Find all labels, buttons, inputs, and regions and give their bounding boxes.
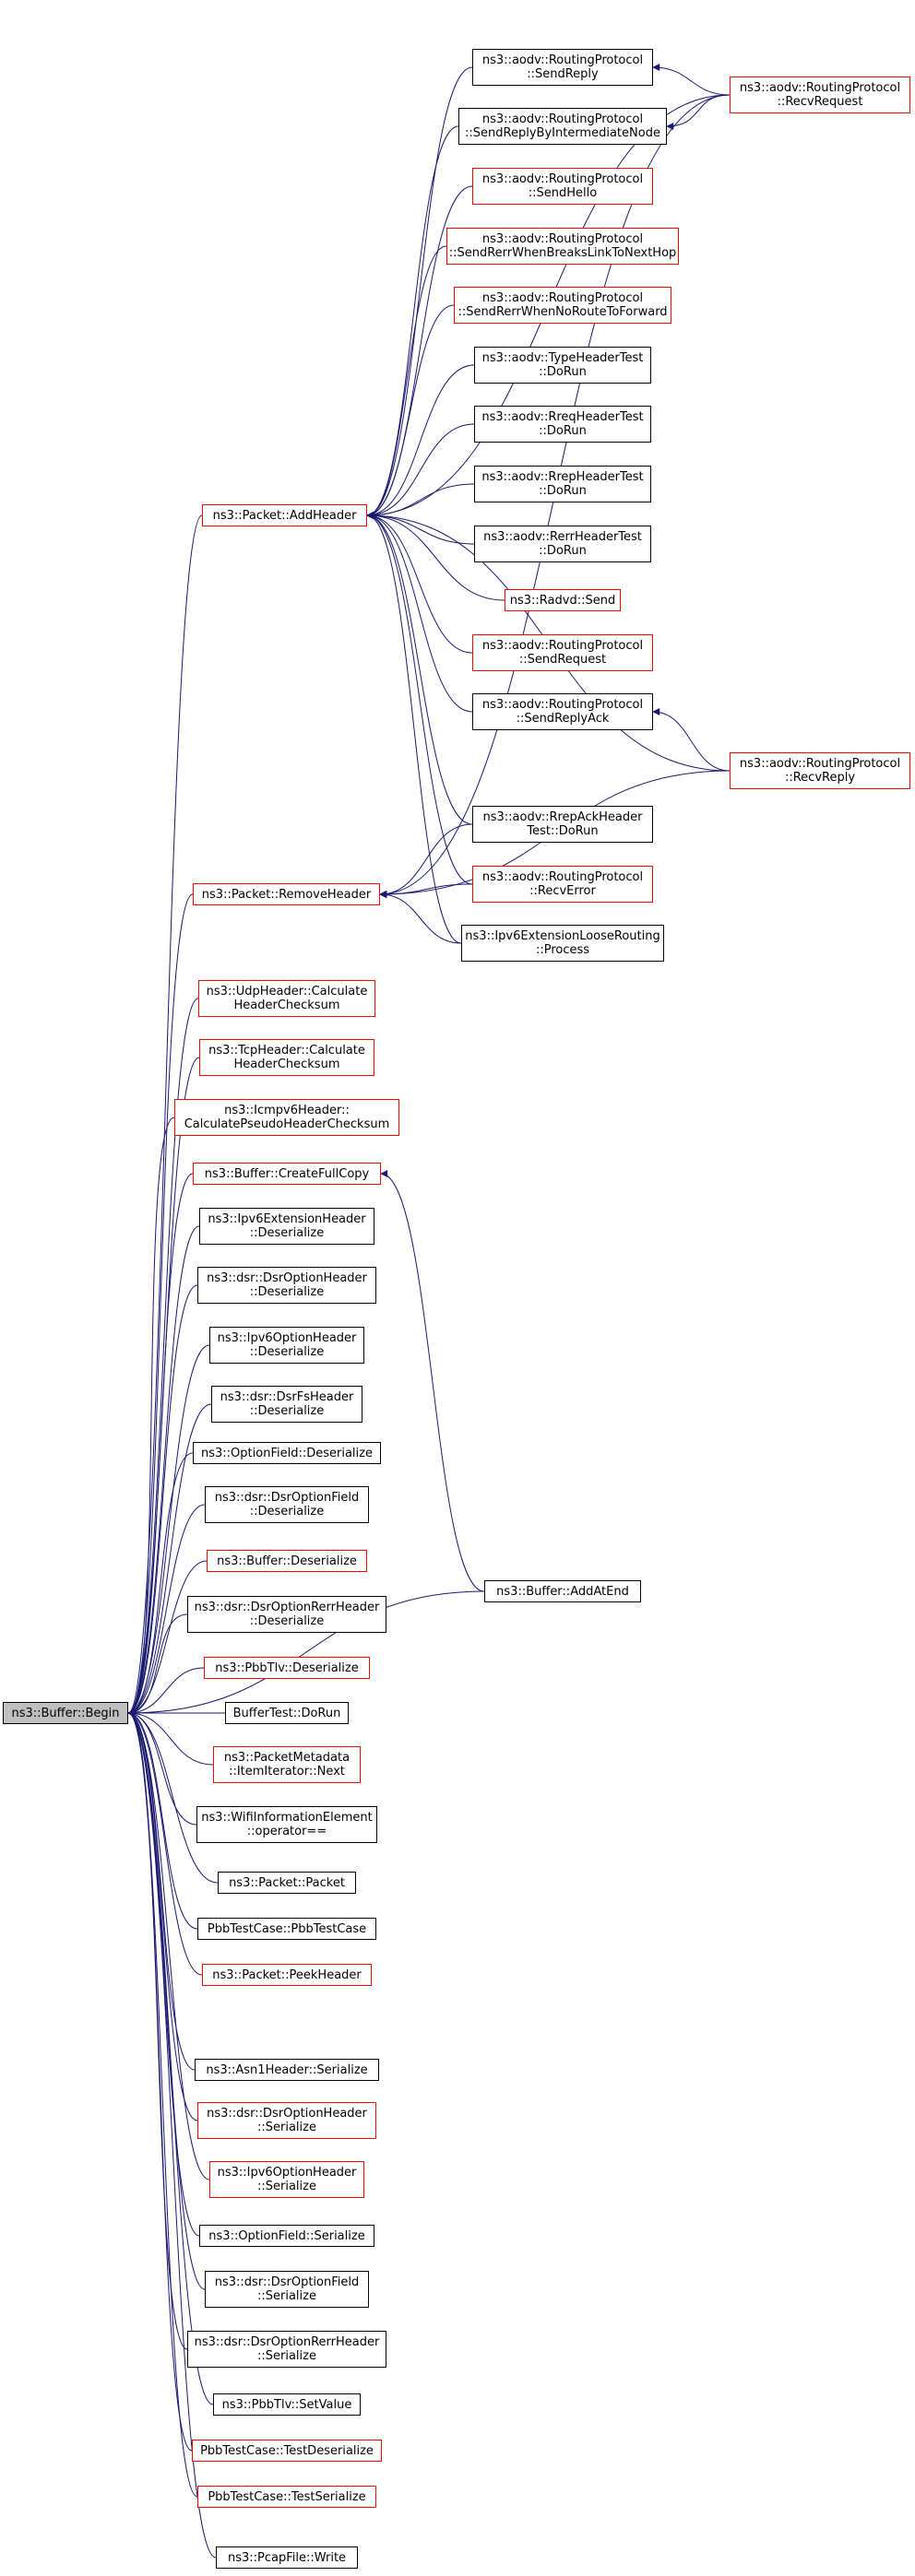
node-packet-packet[interactable]: ns3::Packet::Packet [218, 1872, 356, 1894]
edge-rrep_ack_header_test-to-add_header [366, 512, 473, 825]
node-ipv6-option-header-deser[interactable]: ns3::Ipv6OptionHeader ::Deserialize [209, 1327, 364, 1364]
node-radvd-send[interactable]: ns3::Radvd::Send [505, 589, 621, 611]
edge-recv_request-to-send_reply_intermediate [666, 94, 731, 130]
node-buffer-deser[interactable]: ns3::Buffer::Deserialize [207, 1550, 367, 1572]
edge-recv_error-to-add_header [366, 512, 473, 885]
node-rrep-ack-header-test[interactable]: ns3::aodv::RrepAckHeader Test::DoRun [472, 806, 653, 843]
node-packet-addheader[interactable]: ns3::Packet::AddHeader [202, 504, 367, 526]
edge-dsr_option_field_deser-to-root [127, 1504, 206, 1717]
node-wifi-info-eq[interactable]: ns3::WifiInformationElement ::operator== [196, 1806, 377, 1843]
node-rreq-header-test[interactable]: ns3::aodv::RreqHeaderTest ::DoRun [474, 406, 651, 443]
node-peek-header[interactable]: ns3::Packet::PeekHeader [202, 1964, 372, 1986]
node-send-request[interactable]: ns3::aodv::RoutingProtocol ::SendRequest [472, 634, 653, 671]
edge-send_reply_intermediate-to-add_header [366, 125, 459, 519]
node-recv-error[interactable]: ns3::aodv::RoutingProtocol ::RecvError [472, 866, 653, 903]
node-recv-request[interactable]: ns3::aodv::RoutingProtocol ::RecvRequest [730, 77, 910, 113]
node-pbb-test-serialize[interactable]: PbbTestCase::TestSerialize [197, 2486, 376, 2508]
edge-icmpv6_checksum-to-root [127, 1117, 175, 1717]
edge-buffer_deser-to-root [127, 1560, 208, 1717]
edge-add_at_end-to-create_full_copy [380, 1170, 485, 1592]
edge-option_field_ser-to-root [127, 1709, 200, 2237]
node-asn1-serialize[interactable]: ns3::Asn1Header::Serialize [195, 2059, 379, 2081]
node-option-field-deser[interactable]: ns3::OptionField::Deserialize [193, 1442, 381, 1464]
edge-send_rerr_breaks-to-add_header [366, 245, 447, 519]
node-send-reply-intermediate[interactable]: ns3::aodv::RoutingProtocol ::SendReplyBy… [458, 108, 667, 145]
edge-send_reply-to-add_header [366, 66, 473, 519]
node-buffer-addatend[interactable]: ns3::Buffer::AddAtEnd [484, 1580, 641, 1602]
node-create-full-copy[interactable]: ns3::Buffer::CreateFullCopy [193, 1163, 381, 1185]
node-send-reply-ack[interactable]: ns3::aodv::RoutingProtocol ::SendReplyAc… [472, 693, 653, 730]
edge-pbb_tlv_deser-to-root [127, 1667, 205, 1717]
edge-send_rerr_noroute-to-add_header [366, 304, 455, 519]
node-ipv6-loose-routing[interactable]: ns3::Ipv6ExtensionLooseRouting ::Process [461, 925, 664, 962]
node-buffer-begin: ns3::Buffer::Begin [3, 1702, 128, 1724]
edge-ipv6_loose_routing-to-add_header [366, 512, 462, 944]
node-dsr-option-header-ser[interactable]: ns3::dsr::DsrOptionHeader ::Serialize [197, 2102, 376, 2139]
edge-ipv6_loose_routing-to-remove_header [379, 891, 462, 944]
edge-radvd_send-to-add_header [366, 512, 505, 601]
edge-peek_header-to-root [127, 1709, 203, 1976]
node-recv-reply[interactable]: ns3::aodv::RoutingProtocol ::RecvReply [730, 752, 910, 789]
edge-pcap_write-to-root [127, 1709, 217, 2558]
node-pbb-test-case[interactable]: PbbTestCase::PbbTestCase [197, 1918, 376, 1940]
node-dsr-option-field-deser[interactable]: ns3::dsr::DsrOptionField ::Deserialize [205, 1486, 369, 1523]
edge-recv_reply-to-send_reply_ack [652, 708, 731, 772]
edge-pbb_test_case-to-root [127, 1709, 198, 1930]
edge-udp_checksum-to-root [127, 998, 199, 1717]
edge-dsr_option_field_ser-to-root [127, 1709, 206, 2290]
edge-dsr_fs_header_deser-to-root [127, 1403, 212, 1717]
node-rerr-header-test[interactable]: ns3::aodv::RerrHeaderTest ::DoRun [474, 526, 651, 562]
node-icmpv6-checksum[interactable]: ns3::Icmpv6Header:: CalculatePseudoHeade… [174, 1099, 399, 1136]
edge-dsr_option_header_deser-to-root [127, 1284, 198, 1717]
node-pbb-tlv-deser[interactable]: ns3::PbbTlv::Deserialize [204, 1657, 370, 1679]
node-dsr-fs-header-deser[interactable]: ns3::dsr::DsrFsHeader ::Deserialize [211, 1386, 362, 1423]
node-packet-metadata-next[interactable]: ns3::PacketMetadata ::ItemIterator::Next [213, 1746, 361, 1783]
edge-type_header_test-to-add_header [366, 364, 475, 519]
node-buffer-test-dorun[interactable]: BufferTest::DoRun [225, 1702, 349, 1724]
edge-packet_packet-to-root [127, 1709, 219, 1884]
node-send-hello[interactable]: ns3::aodv::RoutingProtocol ::SendHello [472, 168, 653, 205]
edge-dsr_option_rerr_deser-to-root [127, 1613, 188, 1717]
node-option-field-ser[interactable]: ns3::OptionField::Serialize [199, 2225, 374, 2247]
node-send-rerr-breaks[interactable]: ns3::aodv::RoutingProtocol ::SendRerrWhe… [446, 228, 679, 265]
node-pcap-write[interactable]: ns3::PcapFile::Write [216, 2546, 358, 2569]
node-ipv6-option-header-ser[interactable]: ns3::Ipv6OptionHeader ::Serialize [209, 2161, 364, 2198]
edge-dsr_option_header_ser-to-root [127, 1709, 198, 2121]
node-type-header-test[interactable]: ns3::aodv::TypeHeaderTest ::DoRun [474, 347, 651, 384]
edge-ipv6_ext_deser-to-root [127, 1225, 200, 1717]
node-tcp-checksum[interactable]: ns3::TcpHeader::Calculate HeaderChecksum [199, 1039, 374, 1076]
edge-pbb_test_ser-to-root [127, 1709, 198, 2498]
edge-rreq_header_test-to-add_header [366, 423, 475, 519]
node-packet-removeheader[interactable]: ns3::Packet::RemoveHeader [193, 883, 380, 905]
node-pbb-tlv-setvalue[interactable]: ns3::PbbTlv::SetValue [213, 2393, 361, 2416]
edge-add_header-to-root [127, 514, 203, 1717]
node-dsr-option-rerr-deser[interactable]: ns3::dsr::DsrOptionRerrHeader ::Deserial… [187, 1596, 386, 1633]
edge-option_field_deser-to-root [127, 1452, 194, 1717]
edge-create_full_copy-to-root [127, 1173, 194, 1717]
node-dsr-option-field-ser[interactable]: ns3::dsr::DsrOptionField ::Serialize [205, 2271, 369, 2308]
edge-ipv6_option_header_ser-to-root [127, 1709, 210, 2180]
node-rrep-header-test[interactable]: ns3::aodv::RrepHeaderTest ::DoRun [474, 466, 651, 502]
edge-send_reply_ack-to-add_header [366, 512, 473, 713]
edge-remove_header-to-root [127, 893, 194, 1717]
edge-send_request-to-add_header [366, 512, 473, 654]
node-ipv6-ext-deser[interactable]: ns3::Ipv6ExtensionHeader ::Deserialize [199, 1208, 374, 1245]
edge-packet_metadata_next-to-root [127, 1709, 214, 1766]
node-udp-checksum[interactable]: ns3::UdpHeader::Calculate HeaderChecksum [198, 980, 375, 1017]
edge-add_at_end-to-root [127, 1590, 485, 1717]
edge-rrep_ack_header_test-to-remove_header [379, 823, 473, 898]
node-send-rerr-noroute[interactable]: ns3::aodv::RoutingProtocol ::SendRerrWhe… [454, 287, 671, 324]
node-dsr-option-header-deser[interactable]: ns3::dsr::DsrOptionHeader ::Deserialize [197, 1267, 376, 1304]
edge-recv_request-to-send_reply [652, 64, 731, 96]
node-send-reply[interactable]: ns3::aodv::RoutingProtocol ::SendReply [472, 49, 653, 86]
node-pbb-test-deserialize[interactable]: PbbTestCase::TestDeserialize [192, 2440, 382, 2462]
node-dsr-option-rerr-ser[interactable]: ns3::dsr::DsrOptionRerrHeader ::Serializ… [187, 2331, 386, 2368]
